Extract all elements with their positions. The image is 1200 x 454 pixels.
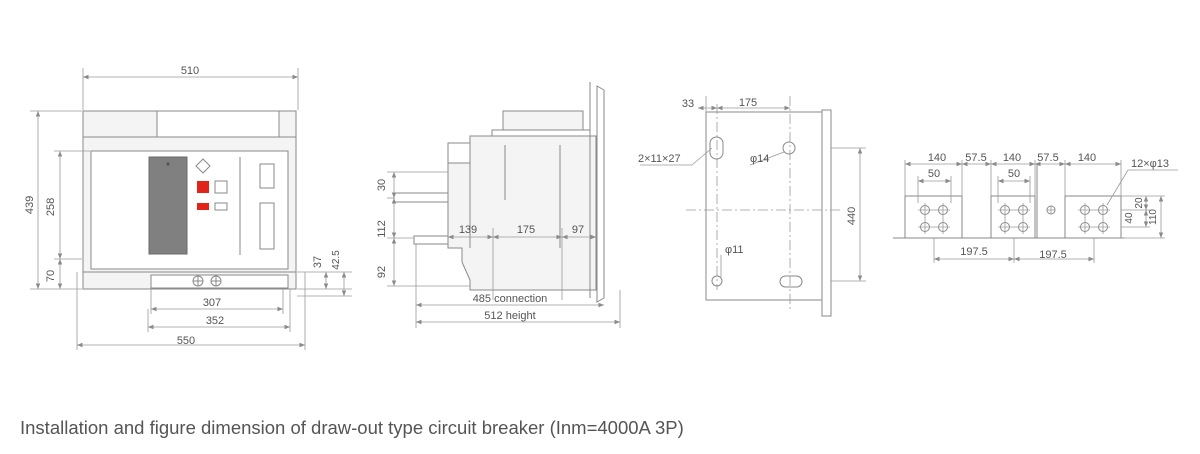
label-phi14: φ14 — [750, 153, 769, 165]
dim-485-connection: 485 connection — [473, 293, 548, 305]
terminal-block — [1064, 195, 1122, 239]
control-panel — [148, 156, 188, 255]
hole-11 — [711, 275, 723, 287]
dim-110: 110 — [1148, 209, 1159, 225]
dim-175-side: 175 — [517, 224, 535, 236]
dim-512-height: 512 height — [484, 310, 535, 322]
side-view: 30 112 92 139 175 97 485 connection 512 … — [376, 82, 621, 328]
terminal-block — [904, 195, 963, 239]
dim-258: 258 — [45, 198, 57, 216]
label-12xphi13: 12×φ13 — [1131, 158, 1169, 170]
label-phi11: φ11 — [725, 244, 744, 256]
dim-550: 550 — [177, 335, 195, 347]
dim-70: 70 — [45, 270, 57, 282]
hole-14 — [782, 141, 796, 155]
dim-140-b: 140 — [1003, 152, 1021, 164]
front-view: 510 439 258 70 307 352 550 37 — [24, 65, 352, 350]
dim-33: 33 — [682, 98, 694, 110]
slot-2x11x27 — [709, 136, 724, 160]
dim-97: 97 — [572, 224, 584, 236]
mounting-view: 33 175 2×11×27 φ14 φ11 440 — [638, 96, 866, 317]
dim-30: 30 — [376, 179, 388, 191]
rail-screw-icon — [192, 275, 222, 287]
dim-439: 439 — [24, 196, 36, 214]
dim-197-5-b: 197.5 — [1039, 249, 1067, 261]
dim-42-5: 42.5 — [331, 250, 342, 270]
red-indicator-off — [197, 203, 209, 210]
dim-197-5-a: 197.5 — [960, 246, 988, 258]
dim-50-b: 50 — [1008, 168, 1020, 180]
center-mark-icon — [1046, 205, 1056, 215]
diamond-indicator — [195, 158, 211, 174]
dim-112: 112 — [376, 220, 388, 238]
dim-352: 352 — [206, 315, 224, 327]
dim-140-a: 140 — [928, 152, 946, 164]
dim-140-c: 140 — [1078, 152, 1096, 164]
dim-139: 139 — [459, 224, 477, 236]
dim-57-5-b: 57.5 — [1037, 152, 1058, 164]
dim-40: 40 — [1124, 212, 1135, 224]
dim-37: 37 — [312, 256, 324, 268]
dim-307: 307 — [203, 297, 221, 309]
dim-92: 92 — [376, 266, 388, 278]
label-slot: 2×11×27 — [638, 153, 681, 165]
dim-510: 510 — [181, 65, 199, 77]
red-indicator-on — [197, 181, 209, 193]
figure-caption: Installation and figure dimension of dra… — [20, 417, 684, 438]
terminal-view: 140 57.5 140 57.5 140 50 50 12×φ13 40 20… — [893, 152, 1178, 263]
dim-175-mount: 175 — [739, 97, 757, 109]
dim-57-5-a: 57.5 — [965, 152, 986, 164]
dim-440: 440 — [846, 207, 858, 225]
dim-20: 20 — [1134, 197, 1145, 209]
dim-50-a: 50 — [928, 168, 940, 180]
